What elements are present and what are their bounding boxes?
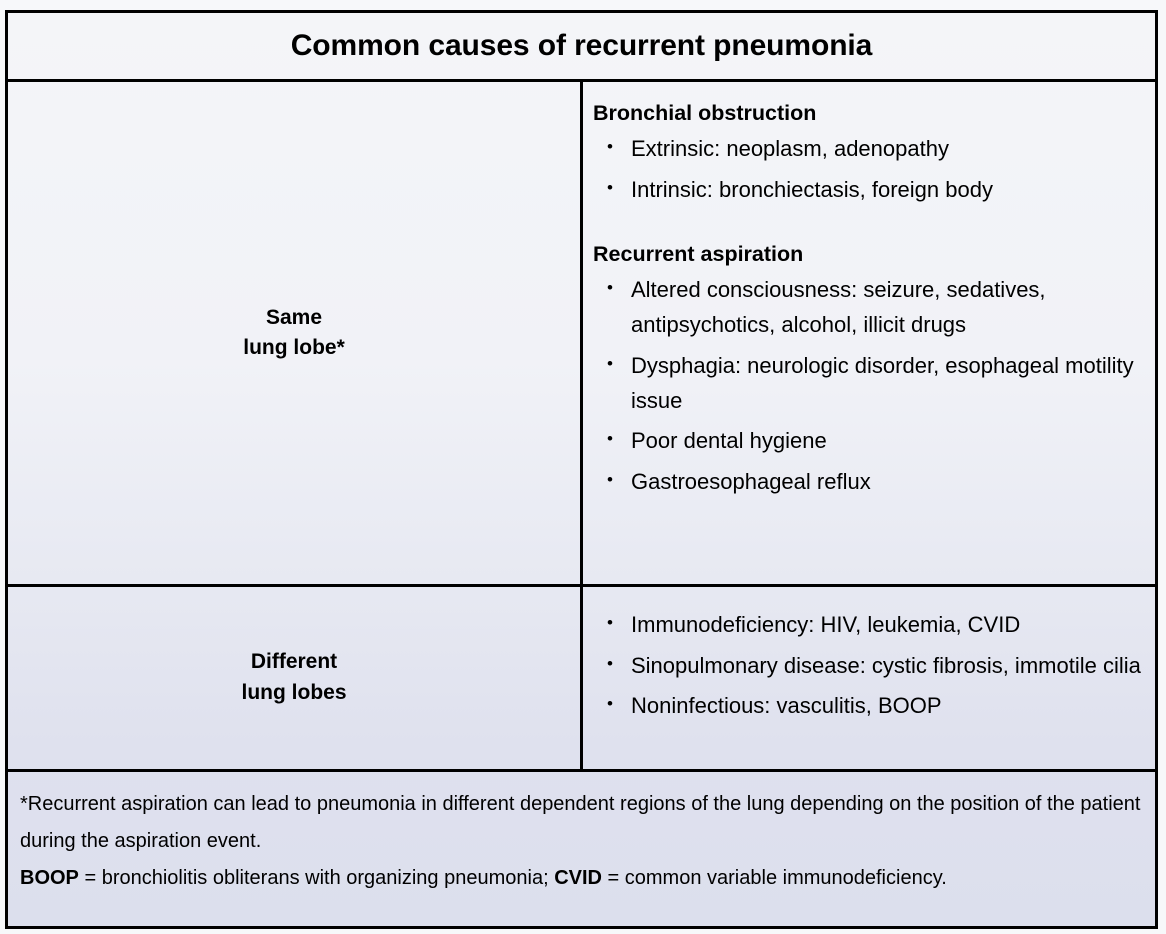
list-item: Noninfectious: vasculitis, BOOP	[593, 688, 1141, 724]
row-label-same-lung-lobe: Same lung lobe*	[8, 80, 583, 586]
row-label-line2: lung lobe*	[243, 335, 345, 359]
footnote-block: *Recurrent aspiration can lead to pneumo…	[8, 768, 1155, 926]
list-item: Intrinsic: bronchiectasis, foreign body	[593, 172, 1141, 208]
abbrev-def-cvid: = common variable immunodeficiency.	[601, 866, 947, 889]
list-item: Poor dental hygiene	[593, 423, 1141, 459]
list-item: Altered consciousness: seizure, sedative…	[593, 272, 1141, 343]
footnote-abbreviations: BOOP = bronchiolitis obliterans with org…	[20, 860, 1141, 897]
row-content-different-lung-lobes: Immunodeficiency: HIV, leukemia, CVID Si…	[581, 583, 1155, 771]
row-label-line1: Same	[265, 305, 323, 329]
bullet-list-recurrent-aspiration: Altered consciousness: seizure, sedative…	[593, 272, 1141, 500]
abbrev-def-boop: = bronchiolitis obliterans with organizi…	[78, 866, 555, 889]
list-item: Gastroesophageal reflux	[593, 464, 1141, 500]
table-row: Different lung lobes Immunodeficiency: H…	[8, 583, 1155, 771]
abbrev-term-boop: BOOP	[20, 866, 79, 889]
bullet-list-bronchial-obstruction: Extrinsic: neoplasm, adenopathy Intrinsi…	[593, 131, 1141, 208]
page-title: Common causes of recurrent pneumonia	[8, 13, 1155, 82]
group-heading-bronchial-obstruction: Bronchial obstruction	[593, 101, 817, 125]
table: Common causes of recurrent pneumonia Sam…	[8, 13, 1155, 926]
abbrev-term-cvid: CVID	[554, 866, 602, 889]
row-label-different-lung-lobes: Different lung lobes	[8, 583, 583, 771]
footnote-asterisk-note: *Recurrent aspiration can lead to pneumo…	[20, 792, 1141, 852]
group-heading-recurrent-aspiration: Recurrent aspiration	[593, 242, 804, 267]
table-title-row: Common causes of recurrent pneumonia	[8, 13, 1155, 82]
list-item: Dysphagia: neurologic disorder, esophage…	[593, 348, 1141, 419]
recurrent-pneumonia-table: Common causes of recurrent pneumonia Sam…	[5, 10, 1158, 929]
bullet-list-different-lung-lobes: Immunodeficiency: HIV, leukemia, CVID Si…	[593, 607, 1141, 724]
list-item: Extrinsic: neoplasm, adenopathy	[593, 131, 1141, 167]
table-row: Same lung lobe* Bronchial obstruction Ex…	[8, 80, 1156, 586]
list-item: Immunodeficiency: HIV, leukemia, CVID	[593, 607, 1141, 643]
list-item: Sinopulmonary disease: cystic fibrosis, …	[593, 648, 1141, 684]
table-footnote-row: *Recurrent aspiration can lead to pneumo…	[8, 768, 1155, 926]
row-content-same-lung-lobe: Bronchial obstruction Extrinsic: neoplas…	[582, 81, 1156, 586]
row-label-line2: lung lobes	[241, 680, 347, 704]
row-label-line1: Different	[250, 650, 338, 674]
